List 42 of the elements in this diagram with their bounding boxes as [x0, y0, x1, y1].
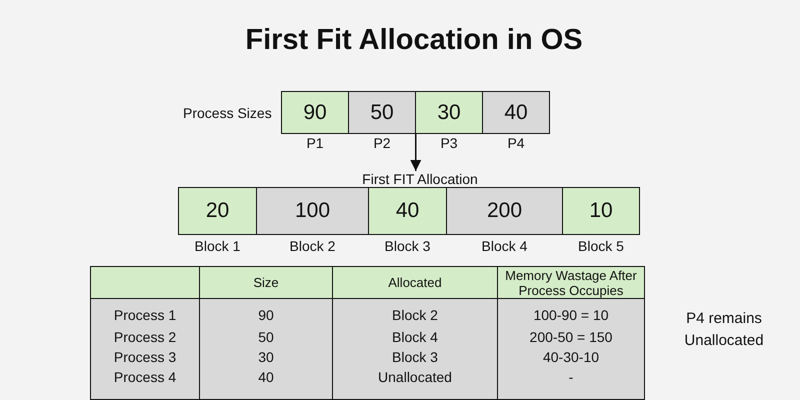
- table-cell: 100-90 = 10: [498, 298, 644, 327]
- memory-block-cell: 10: [562, 187, 640, 235]
- header-cell: Memory Wastage After Process Occupies: [498, 266, 644, 298]
- block-name-label: Block 1: [194, 238, 240, 254]
- process-id-label: P3: [440, 135, 458, 151]
- table-cell: 200-50 = 150: [498, 327, 644, 347]
- memory-block-cell: 40: [368, 187, 447, 235]
- table-cell: 40: [200, 367, 332, 400]
- table-cell: 50: [200, 327, 332, 347]
- table-cell: Process 2: [90, 327, 200, 347]
- process-id-label: P4: [507, 135, 525, 151]
- block-name-label: Block 2: [290, 238, 336, 254]
- table-cell: Block 3: [332, 347, 498, 367]
- note-text: P4 remains Unallocated: [683, 309, 765, 351]
- table-cell: Process 3: [90, 347, 200, 367]
- process-size-cell: 50: [348, 91, 416, 134]
- table-cell: 40-30-10: [498, 347, 644, 367]
- memory-block-cell: 100: [256, 187, 369, 235]
- process-id-label: P1: [306, 135, 324, 151]
- process-id-label: P2: [373, 135, 391, 151]
- header-cell: Allocated: [332, 266, 498, 298]
- table-cell: Block 2: [332, 298, 498, 327]
- process-size-cell: 40: [482, 91, 550, 134]
- title: First Fit Allocation in OS: [245, 24, 583, 57]
- process-size-cell: 90: [281, 91, 349, 134]
- header-cell: Size: [200, 266, 332, 298]
- arrow: [410, 134, 422, 171]
- block-name-label: Block 3: [384, 238, 430, 254]
- memory-block-cell: 200: [446, 187, 563, 235]
- row-heading: Process Sizes: [183, 104, 272, 120]
- table-cell: -: [498, 367, 644, 400]
- table-cell: Process 1: [90, 298, 200, 327]
- row-heading: First FIT Allocation: [362, 171, 478, 187]
- table-cell: Block 4: [332, 327, 498, 347]
- block-name-label: Block 4: [482, 238, 528, 254]
- table-cell: Process 4: [90, 367, 200, 400]
- table-cell: 90: [200, 298, 332, 327]
- memory-block-cell: 20: [178, 187, 257, 235]
- block-name-label: Block 5: [578, 238, 624, 254]
- process-size-cell: 30: [415, 91, 483, 134]
- table-cell: 30: [200, 347, 332, 367]
- table-cell: Unallocated: [332, 367, 498, 400]
